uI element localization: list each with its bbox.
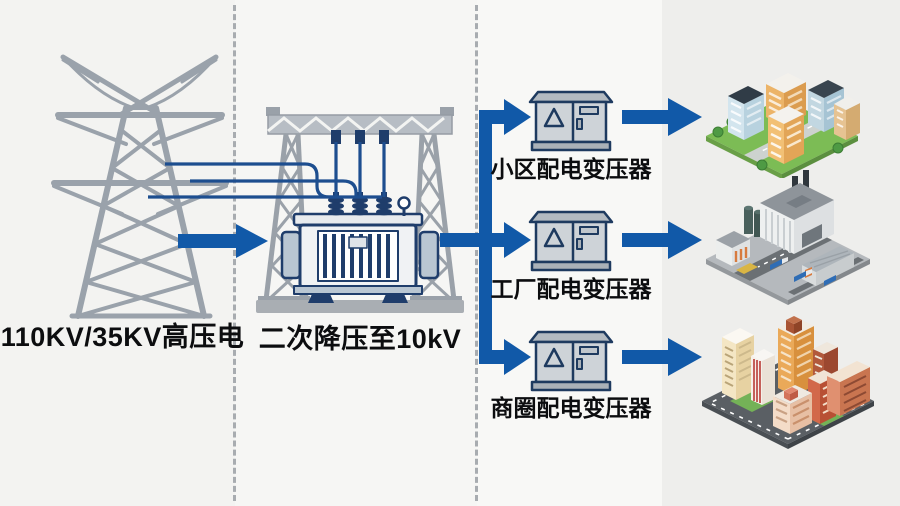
factory-transformer-label: 工厂配电变压器 <box>490 276 652 302</box>
ground-pad <box>256 300 464 313</box>
factory-illustration <box>698 170 878 305</box>
commercial-transformer-label: 商圈配电变压器 <box>490 395 652 421</box>
trucks <box>736 257 836 286</box>
hv-wires <box>148 142 386 199</box>
factory-annex <box>716 231 750 266</box>
substation-label: 二次降压至10kV <box>258 324 462 354</box>
distribution-cabinet-residential <box>528 82 614 154</box>
dashed-divider-1 <box>233 5 236 501</box>
commercial-district-illustration <box>696 306 881 454</box>
substation-transformer-illustration <box>254 104 466 316</box>
residential-transformer-label: 小区配电变压器 <box>490 156 652 182</box>
distribution-cabinet-commercial <box>528 322 614 394</box>
dashed-divider-2 <box>475 5 478 501</box>
oil-gauge <box>397 196 411 216</box>
transformer-tank <box>280 212 440 303</box>
bushings <box>328 192 411 216</box>
distribution-cabinet-factory <box>528 202 614 274</box>
transmission-tower-illustration <box>38 44 238 320</box>
factory-main-hall <box>760 183 834 254</box>
tower-lattice <box>51 54 229 319</box>
source-voltage-label: 110KV/35KV高压电 <box>0 322 245 352</box>
flow-arrows <box>178 98 702 376</box>
warehouse <box>802 246 854 286</box>
residential-community-illustration <box>700 48 865 178</box>
beam-connectors <box>331 130 389 144</box>
buildings <box>728 73 860 164</box>
towers <box>722 316 870 434</box>
